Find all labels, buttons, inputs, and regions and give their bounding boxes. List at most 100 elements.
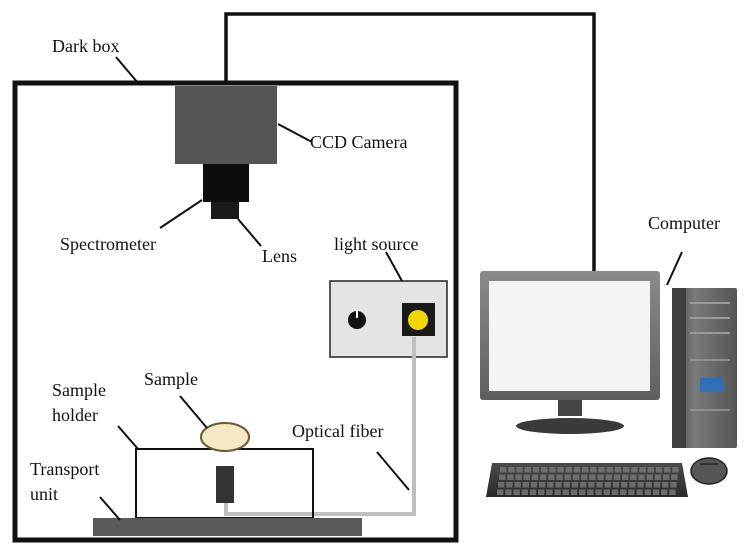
keyboard-key xyxy=(595,489,602,495)
keyboard-key xyxy=(529,489,537,495)
keyboard-key xyxy=(623,467,630,473)
mouse xyxy=(690,457,728,485)
keyboard-key xyxy=(614,467,622,473)
keyboard-key xyxy=(541,467,548,473)
keyboard-key xyxy=(571,482,579,488)
fiber-probe xyxy=(216,466,234,503)
keyboard-key xyxy=(604,482,611,488)
ccd-camera-label: CCD Camera xyxy=(310,132,407,152)
keyboard-key xyxy=(671,474,678,480)
keyboard-key xyxy=(661,489,668,495)
keyboard-key xyxy=(598,467,605,473)
keyboard-key xyxy=(531,474,539,480)
keyboard-key xyxy=(603,489,610,495)
keyboard-key xyxy=(588,482,595,488)
keyboard-key xyxy=(645,482,652,488)
keyboard-key xyxy=(570,489,578,495)
keyboard-key xyxy=(631,467,638,473)
sample-holder-label-line2: holder xyxy=(52,405,98,425)
keyboard-key xyxy=(637,482,644,488)
keyboard-key xyxy=(539,482,546,488)
dark-box xyxy=(12,80,459,543)
keyboard-key xyxy=(498,482,505,488)
keyboard-key xyxy=(582,467,589,473)
keyboard-key xyxy=(500,467,507,473)
keyboard-key xyxy=(508,467,515,473)
keyboard-key xyxy=(562,489,569,495)
computer-tower xyxy=(672,288,737,448)
keyboard-key xyxy=(622,474,629,480)
power-knob-icon xyxy=(348,311,366,329)
keyboard-key xyxy=(564,474,571,480)
keyboard-key xyxy=(669,489,676,495)
keyboard-key xyxy=(547,482,554,488)
transport-unit-label-line2: unit xyxy=(30,484,58,504)
keyboard-key xyxy=(497,489,504,495)
transport-unit-label-line1: Transport xyxy=(30,459,99,479)
keyboard-key xyxy=(605,474,612,480)
keyboard-key xyxy=(613,474,621,480)
keyboard-key xyxy=(653,482,661,488)
keyboard-key xyxy=(514,482,521,488)
monitor-neck xyxy=(558,400,582,416)
keyboard-key xyxy=(522,482,529,488)
keyboard-key xyxy=(538,489,545,495)
keyboard-key xyxy=(540,474,547,480)
transport-unit xyxy=(93,518,362,536)
keyboard-key xyxy=(554,489,561,495)
keyboard-key xyxy=(621,482,628,488)
keyboard-key xyxy=(612,482,620,488)
keyboard-key xyxy=(628,489,635,495)
keyboard-key xyxy=(515,474,522,480)
keyboard-key xyxy=(523,474,530,480)
sample-label: Sample xyxy=(144,369,198,389)
keyboard-key xyxy=(638,474,645,480)
keyboard-key xyxy=(611,489,619,495)
keyboard-key xyxy=(573,467,581,473)
keyboard-key xyxy=(664,467,671,473)
sample-holder-label-line1: Sample xyxy=(52,380,106,400)
keyboard-key xyxy=(556,474,563,480)
keyboard-key xyxy=(606,467,613,473)
keyboard-key xyxy=(587,489,594,495)
tower-display xyxy=(700,378,724,392)
lens xyxy=(211,202,239,219)
keyboard-key xyxy=(499,474,506,480)
keyboard-key xyxy=(532,467,540,473)
dark-box-label: Dark box xyxy=(52,36,119,56)
keyboard-key xyxy=(629,482,636,488)
keyboard-key xyxy=(644,489,651,495)
keyboard-key xyxy=(590,467,597,473)
keyboard-key xyxy=(596,482,603,488)
ccd-camera xyxy=(175,86,277,164)
camera-computer-cable xyxy=(224,12,596,274)
keyboard-key xyxy=(521,489,528,495)
keyboard-key xyxy=(572,474,580,480)
light-bulb-icon xyxy=(408,310,428,330)
keyboard-key xyxy=(506,482,513,488)
keyboard-key xyxy=(589,474,596,480)
keyboard-key xyxy=(524,467,531,473)
keyboard-key xyxy=(530,482,538,488)
monitor-screen xyxy=(489,281,650,391)
keyboard-key xyxy=(597,474,604,480)
keyboard-key xyxy=(654,474,662,480)
keyboard-key xyxy=(548,474,555,480)
spectrometer-label: Spectrometer xyxy=(60,234,156,254)
keyboard-key xyxy=(655,467,663,473)
keyboard-key xyxy=(516,467,523,473)
keyboard-key xyxy=(557,467,564,473)
keyboard-key xyxy=(549,467,556,473)
keyboard-key xyxy=(513,489,520,495)
keyboard-key xyxy=(563,482,570,488)
keyboard-key xyxy=(639,467,646,473)
keyboard-key xyxy=(647,467,654,473)
keyboard-key xyxy=(662,482,669,488)
keyboard-key xyxy=(646,474,653,480)
lens-label: Lens xyxy=(262,246,297,266)
spectrometer xyxy=(203,164,249,202)
light-source-label: light source xyxy=(334,234,418,254)
computer-label: Computer xyxy=(648,213,720,233)
keyboard-key xyxy=(672,467,679,473)
